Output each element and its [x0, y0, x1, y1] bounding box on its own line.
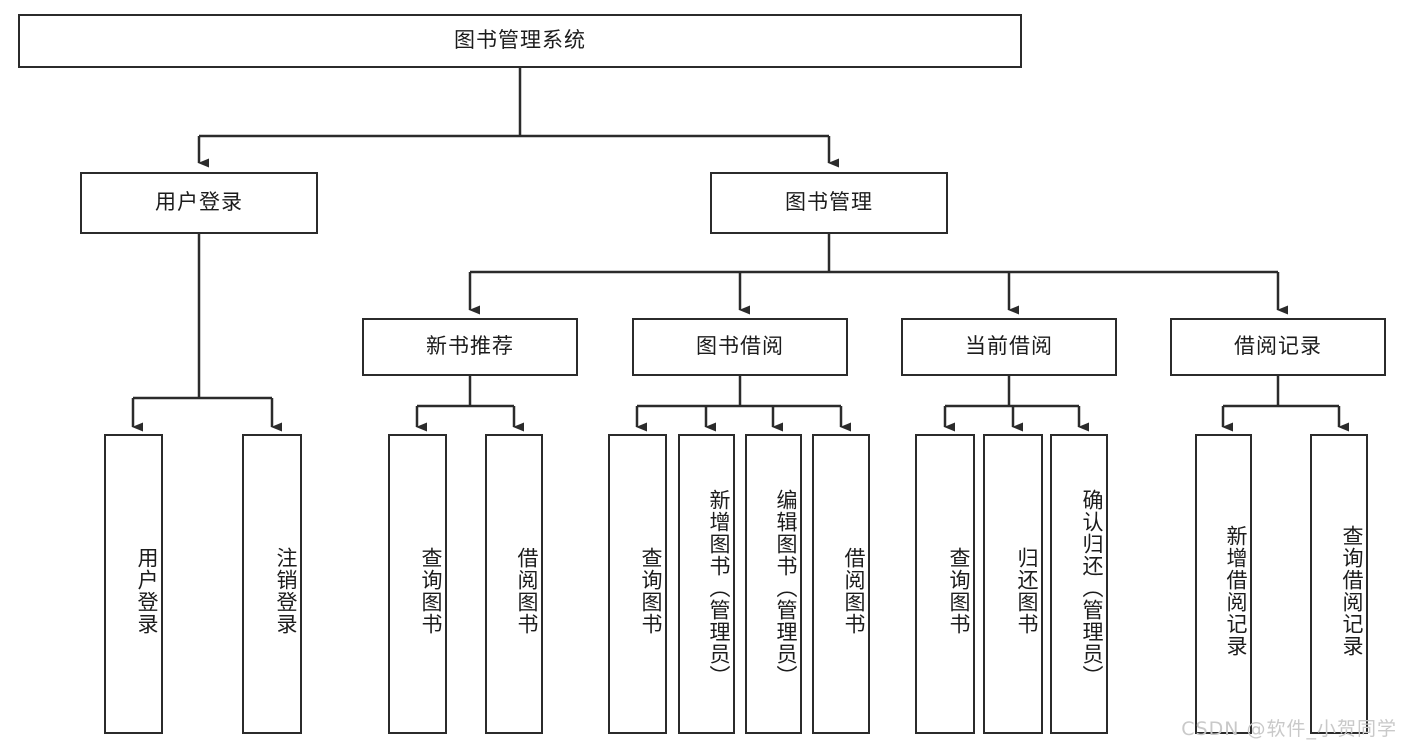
node-label: 当前借阅: [965, 334, 1053, 359]
node-current-borrow[interactable]: 当前借阅: [901, 318, 1117, 376]
leaf-current-query-book[interactable]: 查询图书: [915, 434, 975, 734]
node-label: 新增图书（管理员）: [707, 489, 731, 687]
leaf-record-query-borrow-record[interactable]: 查询借阅记录: [1310, 434, 1368, 734]
leaf-new-book-query[interactable]: 查询图书: [388, 434, 447, 734]
node-borrow-record[interactable]: 借阅记录: [1170, 318, 1386, 376]
node-label: 编辑图书（管理员）: [774, 489, 798, 687]
node-label: 查询图书: [419, 547, 443, 635]
node-label: 确认归还（管理员）: [1080, 489, 1104, 687]
node-user-login[interactable]: 用户登录: [80, 172, 318, 234]
node-label: 借阅图书: [515, 547, 539, 635]
node-label: 查询图书: [947, 547, 971, 635]
node-label: 借阅图书: [842, 547, 866, 635]
node-label: 图书管理: [785, 190, 873, 215]
leaf-user-login-logout[interactable]: 注销登录: [242, 434, 302, 734]
leaf-user-login-login[interactable]: 用户登录: [104, 434, 163, 734]
leaf-borrow-edit-book-admin[interactable]: 编辑图书（管理员）: [745, 434, 802, 734]
leaf-new-book-borrow[interactable]: 借阅图书: [485, 434, 543, 734]
node-book-management[interactable]: 图书管理: [710, 172, 948, 234]
csdn-watermark: CSDN @软件_小贺同学: [1181, 718, 1397, 740]
leaf-record-add-borrow-record[interactable]: 新增借阅记录: [1195, 434, 1252, 734]
node-label: 图书借阅: [696, 334, 784, 359]
node-label: 新增借阅记录: [1224, 525, 1248, 657]
leaf-current-confirm-return-admin[interactable]: 确认归还（管理员）: [1050, 434, 1108, 734]
leaf-borrow-add-book-admin[interactable]: 新增图书（管理员）: [678, 434, 735, 734]
leaf-current-return-book[interactable]: 归还图书: [983, 434, 1043, 734]
node-label: 用户登录: [155, 190, 243, 215]
leaf-borrow-query-book[interactable]: 查询图书: [608, 434, 667, 734]
node-label: 查询借阅记录: [1340, 525, 1364, 657]
node-label: 新书推荐: [426, 334, 514, 359]
node-label: 用户登录: [135, 547, 159, 635]
leaf-borrow-borrow-book[interactable]: 借阅图书: [812, 434, 870, 734]
node-label: 图书管理系统: [454, 28, 586, 53]
node-new-book-recommend[interactable]: 新书推荐: [362, 318, 578, 376]
node-label: 查询图书: [639, 547, 663, 635]
node-label: 归还图书: [1015, 547, 1039, 635]
node-root-book-management-system[interactable]: 图书管理系统: [18, 14, 1022, 68]
node-book-borrow[interactable]: 图书借阅: [632, 318, 848, 376]
node-label: 借阅记录: [1234, 334, 1322, 359]
node-label: 注销登录: [274, 547, 298, 635]
